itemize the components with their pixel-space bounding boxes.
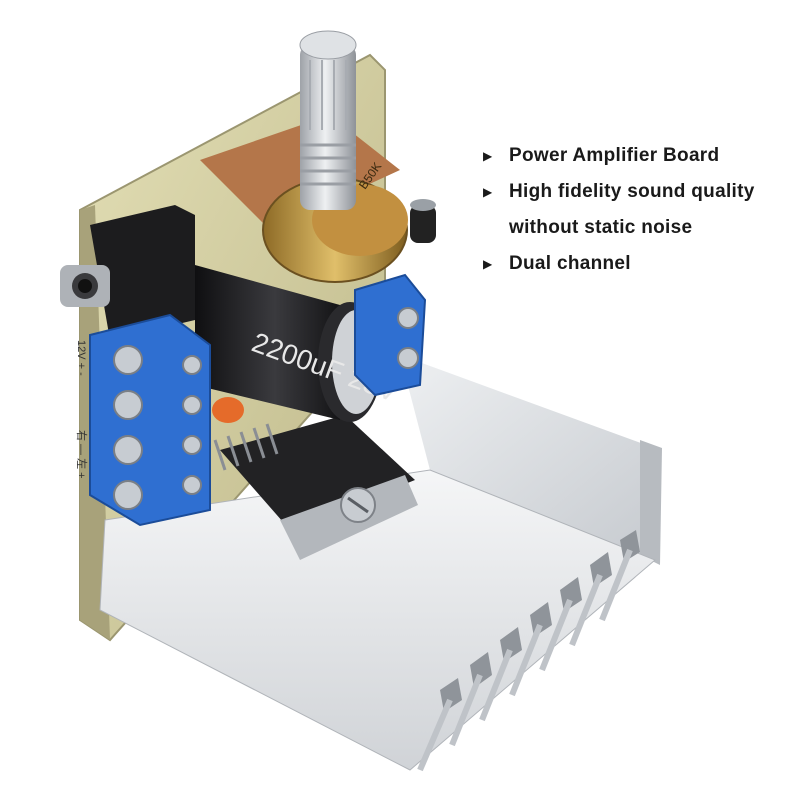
potentiometer: B50K — [200, 30, 408, 283]
terminal-block-right — [354, 273, 427, 397]
terminal-block-left: 12V + - 右 — 左 + — [75, 313, 211, 527]
audio-jack — [60, 205, 195, 340]
feature-item-dual-channel: ▶ Dual channel — [480, 246, 790, 282]
feature-item-sound-quality: ▶ High fidelity sound quality without st… — [480, 174, 790, 246]
channel-terminal-label: 右 — 左 + — [75, 430, 89, 479]
power-terminal-label: 12V + - — [75, 340, 87, 376]
feature-item-power-amplifier: ▶ Power Amplifier Board — [480, 138, 790, 174]
resistor — [212, 397, 244, 423]
feature-list: ▶ Power Amplifier Board ▶ High fidelity … — [480, 138, 790, 282]
small-capacitor — [410, 199, 436, 243]
triangle-right-icon: ▶ — [483, 185, 493, 199]
triangle-right-icon: ▶ — [483, 149, 493, 163]
heatsink — [99, 355, 662, 772]
triangle-right-icon: ▶ — [483, 257, 493, 271]
feature-text: Dual channel — [509, 253, 631, 274]
feature-text: Power Amplifier Board — [509, 145, 720, 166]
feature-text: High fidelity sound quality without stat… — [509, 181, 755, 238]
amplifier-chip — [213, 415, 418, 560]
